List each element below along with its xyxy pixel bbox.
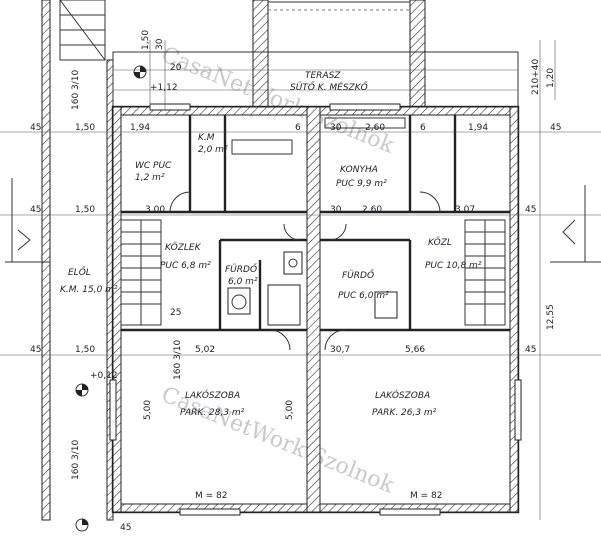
dim-20: 20 bbox=[170, 63, 182, 73]
dim-30-top: 30 bbox=[155, 38, 165, 50]
dim-566: 5,66 bbox=[405, 345, 425, 355]
bath-right-area: PUC 6,0 m² bbox=[338, 291, 389, 301]
terrace-sub-label: SÜTŐ K. MÉSZKŐ bbox=[290, 81, 368, 93]
entry-left-label: ELŐL bbox=[68, 267, 91, 278]
dim-120: 1,20 bbox=[546, 68, 556, 88]
dim-25-l: 25 bbox=[170, 308, 181, 318]
living-right-label: LAKÓSZOBA bbox=[375, 389, 430, 401]
elev-a: +0,12 bbox=[90, 371, 118, 381]
hall-left-area: PUC 6,8 m² bbox=[160, 261, 211, 271]
dim-45-r2: 45 bbox=[525, 205, 536, 215]
living-left-area: PARK. 28,3 m² bbox=[180, 408, 245, 418]
kitchen-label: KONYHA bbox=[340, 165, 378, 175]
dim-45-r3: 45 bbox=[525, 345, 536, 355]
level-marker-top bbox=[133, 65, 147, 79]
dim-194-a: 1,94 bbox=[130, 123, 150, 133]
dim-150-b: 1,50 bbox=[75, 205, 95, 215]
dim-300: 3,00 bbox=[145, 205, 165, 215]
watermark-top: CasaNetWork Szolnok bbox=[158, 42, 398, 158]
dim-260-b: 2,60 bbox=[362, 205, 382, 215]
dim-1255: 12,55 bbox=[546, 304, 556, 330]
hall-right-area: PUC 10,8 m² bbox=[425, 261, 482, 271]
wc-left-area: 1,2 m² bbox=[135, 173, 165, 183]
dim-6-a: 6 bbox=[295, 123, 301, 133]
dim-260-a: 2,60 bbox=[365, 123, 385, 133]
bath-right-label: FÜRDŐ bbox=[342, 270, 374, 281]
dim-45-l3: 45 bbox=[30, 345, 41, 355]
m82-a: M = 82 bbox=[195, 491, 227, 501]
dim-160-b: 160 3/10 bbox=[71, 439, 81, 480]
dim-45-bottom: 45 bbox=[120, 523, 131, 533]
section-marker-right bbox=[550, 185, 601, 263]
dim-45-r1: 45 bbox=[550, 123, 561, 133]
living-left-label: LAKÓSZOBA bbox=[185, 389, 240, 401]
elev-b: +1,12 bbox=[150, 83, 178, 93]
dim-500-l: 5,00 bbox=[143, 400, 153, 420]
stairs-left bbox=[120, 219, 162, 326]
dim-210: 210+40 bbox=[531, 59, 541, 95]
dim-150-a: 1,50 bbox=[75, 123, 95, 133]
living-right-area: PARK. 26,3 m² bbox=[372, 408, 437, 418]
door-swings bbox=[169, 191, 441, 351]
wc-left-label: WC PUC bbox=[135, 161, 172, 171]
small-room-area: 2,0 m² bbox=[198, 145, 228, 155]
bath-left-area: 6,0 m² bbox=[228, 277, 258, 287]
dim-150-top: 1,50 bbox=[141, 30, 151, 50]
hall-left-label: KÖZLEK bbox=[165, 242, 202, 253]
dim-307-b: 30,7 bbox=[330, 345, 350, 355]
m82-b: M = 82 bbox=[410, 491, 442, 501]
dim-500-r: 5,00 bbox=[285, 400, 295, 420]
dim-194-b: 1,94 bbox=[468, 123, 488, 133]
hall-right-label: KÖZL bbox=[428, 237, 452, 248]
dim-160-c: 160 3/10 bbox=[173, 339, 183, 380]
dim-45-l1: 45 bbox=[30, 123, 41, 133]
dim-307: 3,07 bbox=[455, 205, 475, 215]
dim-160-a: 160 3/10 bbox=[71, 69, 81, 110]
party-wall bbox=[306, 106, 321, 513]
kitchen-fixtures bbox=[231, 117, 406, 155]
inner-walls bbox=[121, 115, 510, 332]
dimension-lines bbox=[0, 40, 601, 520]
kitchen-area: PUC 9,9 m² bbox=[336, 179, 387, 189]
dim-45-l2: 45 bbox=[30, 205, 41, 215]
entry-left-area: K.M. 15,0 m² bbox=[60, 285, 118, 295]
level-marker-bottom bbox=[75, 383, 89, 397]
dim-30-b: 30 bbox=[330, 205, 342, 215]
dim-30-a: 30 bbox=[330, 123, 342, 133]
dim-6-b: 6 bbox=[420, 123, 426, 133]
windows bbox=[109, 103, 522, 516]
bath-left-label: FÜRDŐ bbox=[225, 264, 257, 275]
dim-150-c: 1,50 bbox=[75, 345, 95, 355]
dim-502: 5,02 bbox=[195, 345, 215, 355]
stairs-right bbox=[464, 219, 506, 326]
small-room-label: K.M bbox=[198, 133, 215, 143]
terrace-label: TERASZ bbox=[305, 71, 341, 81]
section-marker-left bbox=[5, 178, 50, 263]
bath-fixtures bbox=[227, 251, 398, 326]
level-marker-bottom-2 bbox=[75, 518, 89, 532]
